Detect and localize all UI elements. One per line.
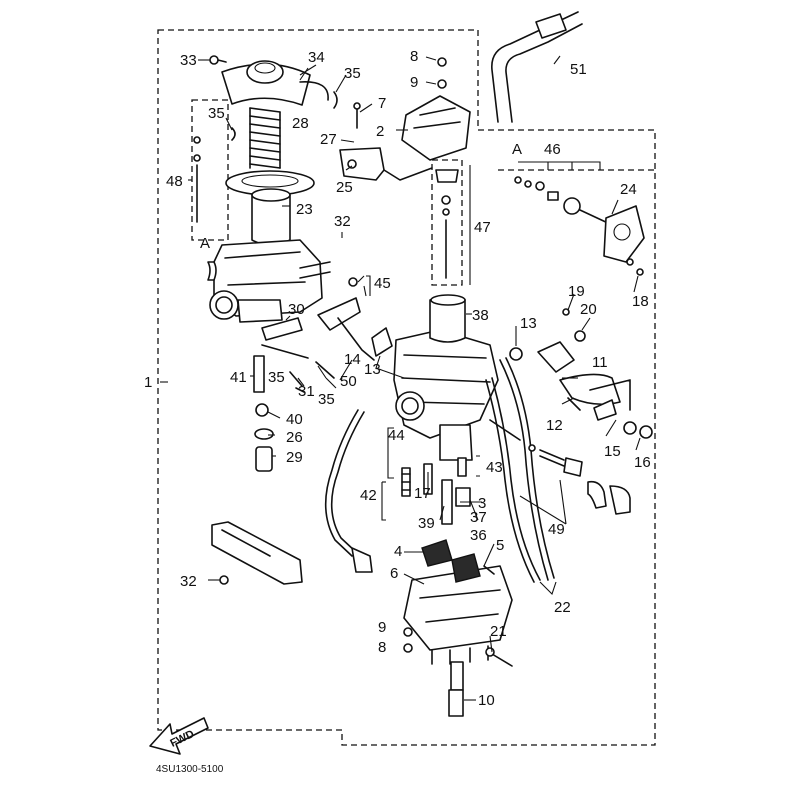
needle-set-47 xyxy=(435,169,459,279)
callout-21: 21 xyxy=(490,623,507,640)
callouts: 1 2 3 4 5 6 7 8 9 10 11 12 13 14 15 16 1… xyxy=(144,48,651,709)
callout-19: 19 xyxy=(568,283,585,300)
screw-21 xyxy=(485,647,513,667)
callout-9-bottom: 9 xyxy=(378,619,386,636)
callout-28: 28 xyxy=(292,115,309,132)
callout-17: 17 xyxy=(414,485,431,502)
callout-2: 2 xyxy=(376,123,384,140)
callout-33: 33 xyxy=(180,52,197,69)
callout-43: 43 xyxy=(486,459,503,476)
callout-30: 30 xyxy=(288,301,305,318)
jet-needle-set xyxy=(193,136,201,223)
callout-45: 45 xyxy=(374,275,391,292)
carb-top-cap xyxy=(221,60,329,106)
callout-20: 20 xyxy=(580,301,597,318)
callout-13-left: 13 xyxy=(364,361,381,378)
connector-mark-left: A xyxy=(200,235,210,252)
callout-32-lower: 32 xyxy=(180,573,197,590)
callout-6: 6 xyxy=(390,565,398,582)
callout-46: 46 xyxy=(544,141,561,158)
callout-47: 47 xyxy=(474,219,491,236)
callout-14: 14 xyxy=(344,351,361,368)
jets-42-43 xyxy=(401,457,471,525)
callout-41: 41 xyxy=(230,369,247,386)
linkage-11-20 xyxy=(537,308,631,411)
top-cover-2 xyxy=(401,57,471,161)
throttle-spring xyxy=(249,107,281,169)
right-carb-body xyxy=(393,294,521,461)
callout-16: 16 xyxy=(634,454,651,471)
connector-mark-right: A xyxy=(512,141,522,158)
subassembly-box-47 xyxy=(431,159,463,286)
callout-36: 36 xyxy=(470,527,487,544)
fwd-label: FWD xyxy=(168,728,196,750)
callout-29: 29 xyxy=(286,449,303,466)
choke-plunger-49 xyxy=(528,444,631,515)
leader-lines xyxy=(160,55,641,701)
callout-35-low: 35 xyxy=(318,391,335,408)
callout-40: 40 xyxy=(286,411,303,428)
callout-37: 37 xyxy=(470,509,487,526)
callout-25: 25 xyxy=(336,179,353,196)
drawing-code: 4SU1300-5100 xyxy=(156,764,224,775)
callout-35-top: 35 xyxy=(344,65,361,82)
cable-44 xyxy=(324,409,373,573)
rod-end-15-16 xyxy=(567,397,653,439)
callout-11: 11 xyxy=(592,354,608,371)
callout-8-top: 8 xyxy=(410,48,418,65)
subassembly-box-48 xyxy=(191,99,229,241)
drain-tube-10 xyxy=(448,661,464,717)
jet-13-right xyxy=(509,347,523,361)
fuel-hose-51 xyxy=(491,11,583,123)
callout-13-right: 13 xyxy=(520,315,537,332)
callout-35-left: 35 xyxy=(208,105,225,122)
callout-50: 50 xyxy=(340,373,357,390)
small-pins xyxy=(289,361,335,393)
callout-12: 12 xyxy=(546,417,563,434)
vacuum-piston xyxy=(251,188,291,246)
pilot-screw-set xyxy=(253,355,274,472)
callout-10: 10 xyxy=(478,692,495,709)
callout-22: 22 xyxy=(554,599,571,616)
callout-23: 23 xyxy=(296,201,313,218)
throttle-linkage-30 xyxy=(261,317,309,359)
bracket-32-lower xyxy=(211,521,303,585)
callout-4: 4 xyxy=(394,543,402,560)
callout-42: 42 xyxy=(360,487,377,504)
callout-31: 31 xyxy=(298,383,315,400)
callout-26: 26 xyxy=(286,429,303,446)
callout-8-bottom: 8 xyxy=(378,639,386,656)
callout-7: 7 xyxy=(378,95,386,112)
callout-1: 1 xyxy=(144,374,152,391)
callout-49: 49 xyxy=(548,521,565,538)
fwd-arrow: FWD xyxy=(149,717,209,755)
callout-15: 15 xyxy=(604,443,621,460)
callout-9-top: 9 xyxy=(410,74,418,91)
idle-screw-46 xyxy=(514,176,611,225)
sensor-24 xyxy=(603,205,645,276)
callout-48: 48 xyxy=(166,173,183,190)
callout-5: 5 xyxy=(496,537,504,554)
callout-32-upper: 32 xyxy=(334,213,351,230)
clip-35 xyxy=(231,91,338,141)
callout-3: 3 xyxy=(478,495,486,512)
callout-18: 18 xyxy=(632,293,649,310)
callout-38: 38 xyxy=(472,307,489,324)
assembly-boundary xyxy=(157,29,656,746)
throttle-link-45 xyxy=(317,277,393,361)
bracket-25 xyxy=(339,102,433,181)
callout-51: 51 xyxy=(570,61,587,78)
left-carb-body xyxy=(207,239,331,323)
callout-27: 27 xyxy=(320,131,337,148)
callout-39: 39 xyxy=(418,515,435,532)
callout-24: 24 xyxy=(620,181,637,198)
callout-34: 34 xyxy=(308,49,325,66)
callout-44: 44 xyxy=(388,427,405,444)
callout-35-mid: 35 xyxy=(268,369,285,386)
screw-33 xyxy=(209,55,227,65)
float-bowl xyxy=(403,539,513,665)
